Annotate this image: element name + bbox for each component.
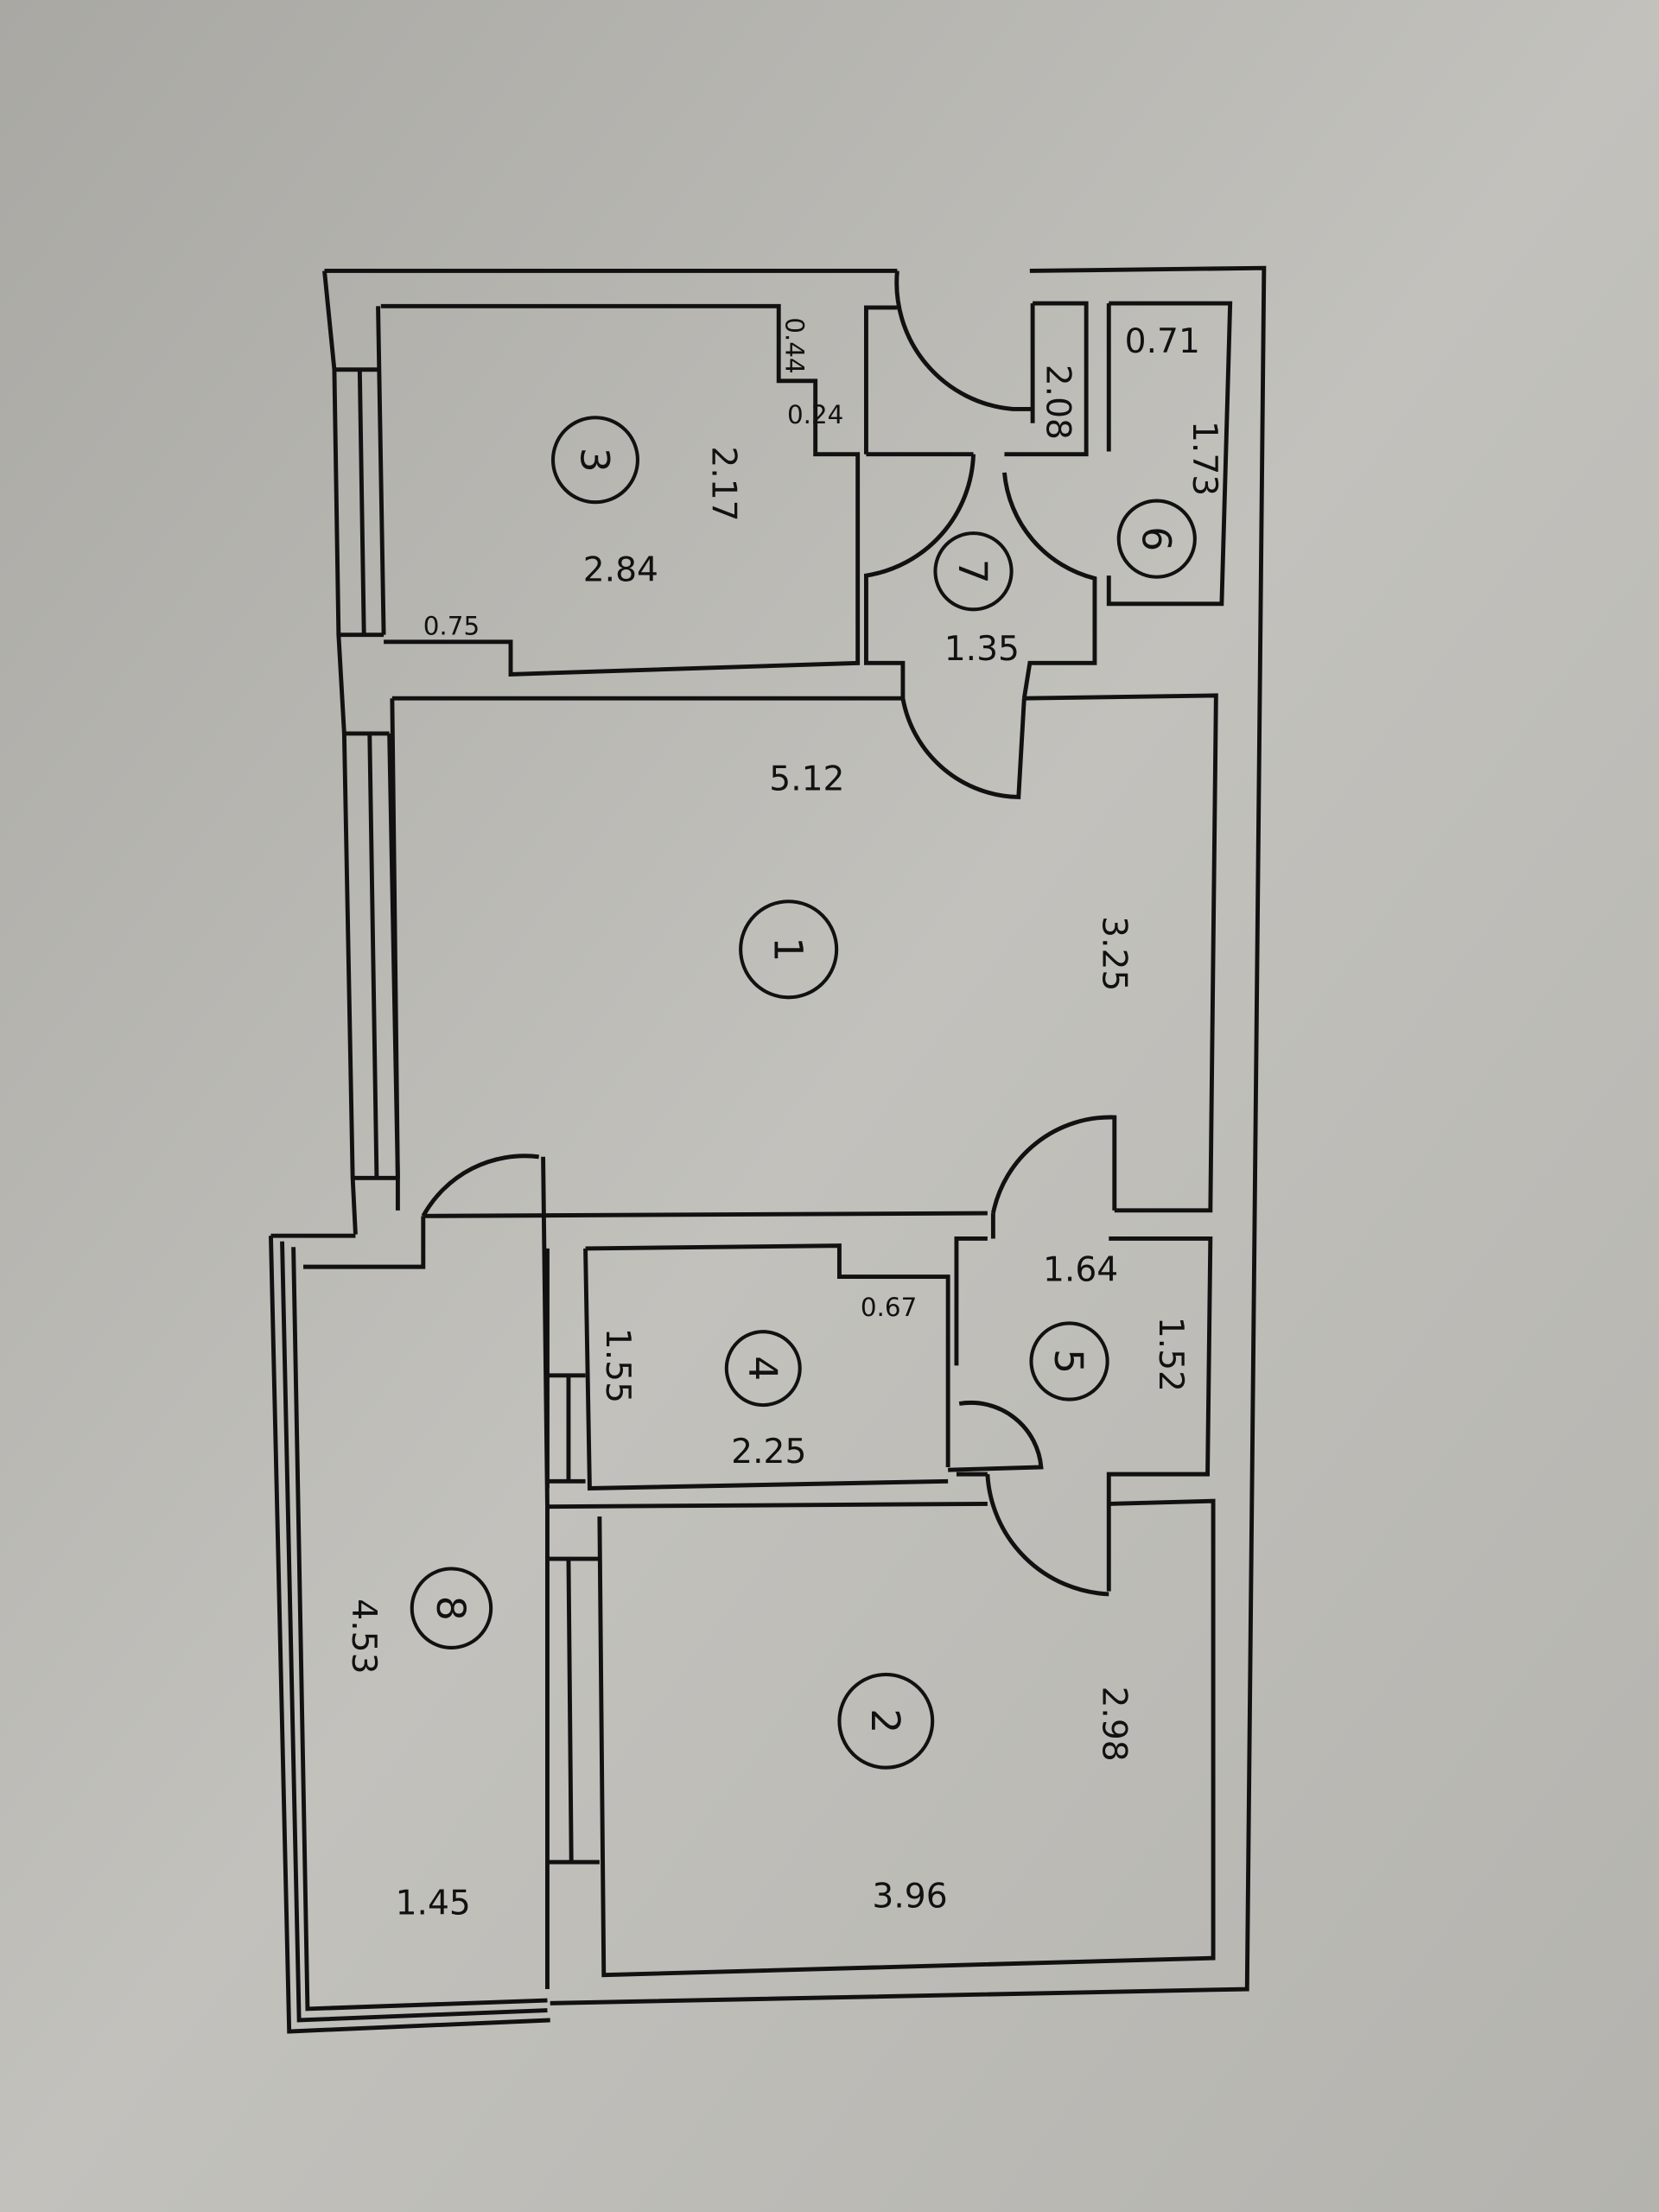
room-3-walls xyxy=(380,303,861,677)
room-5-label: 5 xyxy=(1029,1321,1109,1402)
svg-text:2: 2 xyxy=(862,1708,908,1733)
room-4-walls xyxy=(545,1243,1044,1491)
room-5-walls xyxy=(954,1213,1213,1597)
room-8-label: 8 xyxy=(410,1567,493,1649)
dim-room6-width: 1.73 xyxy=(1185,421,1224,496)
dim-room8-length: 4.53 xyxy=(344,1599,383,1674)
room-7-label: 7 xyxy=(933,531,1014,612)
room-4-label: 4 xyxy=(724,1330,802,1408)
room-3-label: 3 xyxy=(550,416,639,505)
dim-room2-width: 2.98 xyxy=(1095,1686,1134,1761)
dim-room3-niche-width: 0.24 xyxy=(787,400,843,429)
dim-room8-width: 1.45 xyxy=(396,1885,471,1923)
room-7-walls xyxy=(864,270,1097,699)
room-2-label: 2 xyxy=(837,1672,935,1770)
svg-text:3: 3 xyxy=(572,448,618,473)
room-2-walls xyxy=(547,1498,1216,1978)
dim-room1-length: 5.12 xyxy=(769,760,844,798)
dim-room6-length: 0.71 xyxy=(1125,322,1200,361)
room-6-label: 6 xyxy=(1116,499,1197,579)
svg-text:1: 1 xyxy=(765,937,810,962)
svg-text:7: 7 xyxy=(950,559,995,584)
dim-room3-niche-depth: 0.44 xyxy=(779,317,809,373)
svg-text:4: 4 xyxy=(740,1356,785,1381)
dim-room3-step: 0.75 xyxy=(423,612,480,641)
dim-room7-length: 1.35 xyxy=(944,630,1020,669)
dim-room3-length: 2.84 xyxy=(583,551,658,590)
dim-room4-step: 0.67 xyxy=(861,1293,917,1322)
dim-room3-width: 2.17 xyxy=(703,446,742,521)
dim-room2-length: 3.96 xyxy=(872,1877,947,1916)
room-8-balcony xyxy=(269,1154,550,2034)
room-6-walls xyxy=(1106,301,1233,607)
dim-room1-width: 3.25 xyxy=(1095,916,1134,991)
svg-text:6: 6 xyxy=(1133,526,1179,551)
svg-text:5: 5 xyxy=(1046,1349,1091,1374)
room-1-label: 1 xyxy=(739,899,839,1000)
dim-room7-closet: 2.08 xyxy=(1038,365,1077,440)
dim-room4-width: 1.55 xyxy=(598,1328,637,1403)
dim-room4-length: 2.25 xyxy=(731,1433,806,1471)
dim-room5-width: 1.52 xyxy=(1151,1317,1190,1392)
svg-text:8: 8 xyxy=(428,1596,474,1621)
dim-room5-length: 1.64 xyxy=(1043,1250,1118,1289)
room-1-walls xyxy=(390,693,1218,1218)
